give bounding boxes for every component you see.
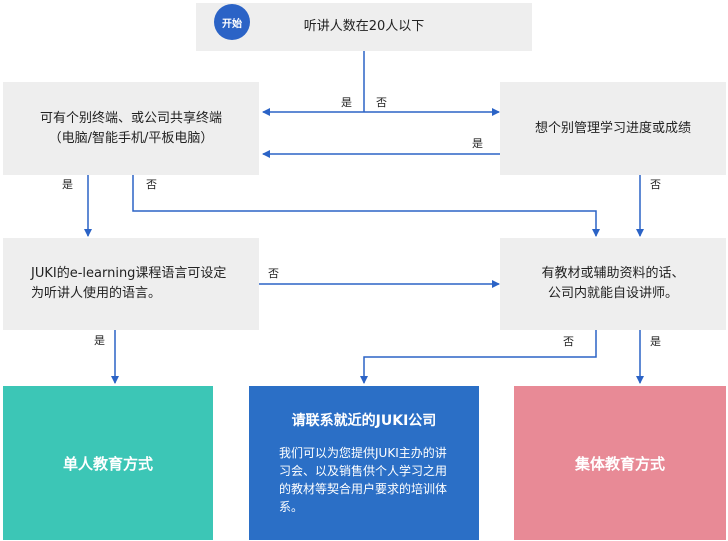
start-badge: 开始 [214, 4, 250, 40]
label-shared-yes: 是 [62, 178, 73, 191]
arrow-shared-no [132, 175, 600, 237]
shared-terminal-line1: 可有个别终端、或公司共享终端 [39, 110, 222, 126]
arrow-materials-no [360, 330, 597, 384]
label-start-no: 否 [376, 96, 387, 109]
contact-title: 请联系就近的JUKI公司 [291, 413, 437, 429]
progress-line1: 想个别管理学习进度或成绩 [534, 120, 691, 136]
contact-body: 我们可以为您提供JUKI主办的讲习会、以及销售供个人学习之用的教材等契合用户要求… [279, 446, 448, 514]
language-line2: 为听讲人使用的语言。 [31, 286, 162, 301]
label-language-no: 否 [268, 267, 279, 280]
label-materials-no: 否 [563, 335, 574, 348]
label-shared-no: 否 [146, 178, 157, 191]
language-box: JUKI的e-learning课程语言可设定 为听讲人使用的语言。 [3, 238, 259, 330]
label-progress-no: 否 [650, 178, 661, 191]
contact-result-box: 请联系就近的JUKI公司 我们可以为您提供JUKI主办的讲习会、以及销售供个人学… [249, 386, 479, 540]
label-progress-yes: 是 [472, 137, 483, 150]
group-result-text: 集体教育方式 [574, 454, 665, 473]
label-start-yes: 是 [341, 96, 352, 109]
individual-result-text: 单人教育方式 [62, 454, 153, 473]
progress-box: 想个别管理学习进度或成绩 [500, 82, 726, 175]
label-materials-yes: 是 [650, 335, 661, 348]
start-question-text: 听讲人数在20人以下 [303, 19, 425, 34]
language-line1: JUKI的e-learning课程语言可设定 [31, 266, 227, 281]
materials-line1: 有教材或辅助资料的话、 [541, 266, 685, 281]
group-result-box: 集体教育方式 [514, 386, 726, 540]
shared-terminal-line2: （电脑/智能手机/平板电脑） [48, 130, 214, 146]
start-question-box: 听讲人数在20人以下 [196, 3, 532, 51]
materials-box: 有教材或辅助资料的话、 公司内就能自设讲师。 [500, 238, 726, 330]
shared-terminal-box: 可有个别终端、或公司共享终端 （电脑/智能手机/平板电脑） [3, 82, 259, 175]
label-language-yes: 是 [94, 334, 105, 347]
individual-result-box: 单人教育方式 [3, 386, 213, 540]
materials-line2: 公司内就能自设讲师。 [547, 286, 678, 301]
